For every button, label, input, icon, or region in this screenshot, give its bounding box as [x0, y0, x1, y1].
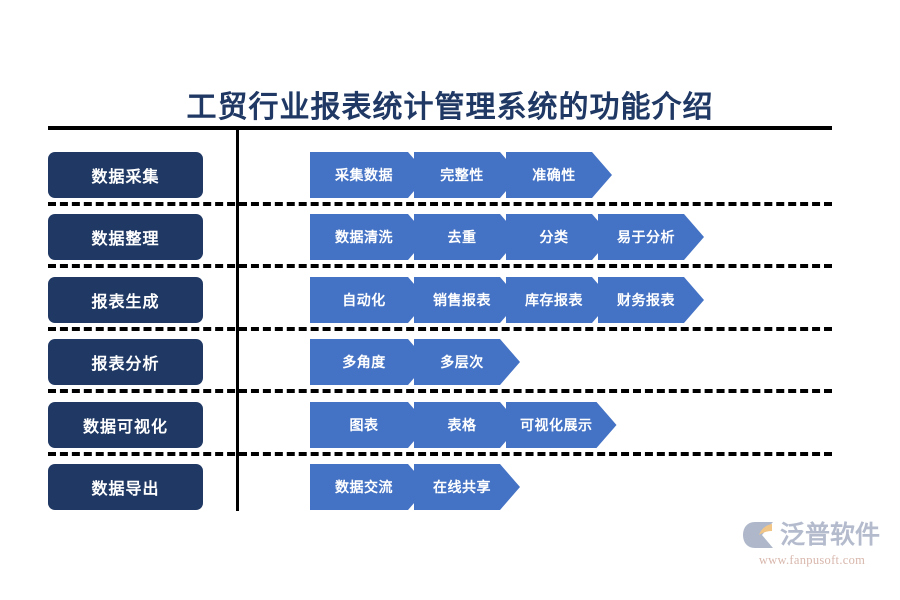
row-divider-4	[48, 389, 832, 393]
process-row-6: 数据导出 数据交流 在线共享	[0, 464, 900, 510]
chevron-item-2-2[interactable]: 去重	[414, 214, 520, 260]
chevron-item-1-2[interactable]: 完整性	[414, 152, 520, 198]
row-divider-1	[48, 202, 832, 206]
brand-url: www.fanpusoft.com	[758, 553, 866, 567]
chevron-item-5-2[interactable]: 表格	[414, 402, 520, 448]
page-title: 工贸行业报表统计管理系统的功能介绍	[186, 91, 714, 124]
chevron-item-4-2[interactable]: 多层次	[414, 339, 520, 385]
chevron-item-5-1[interactable]: 图表	[310, 402, 428, 448]
chevron-item-3-2[interactable]: 销售报表	[414, 277, 520, 323]
chevron-item-1-1[interactable]: 采集数据	[310, 152, 428, 198]
row-divider-5	[48, 452, 832, 456]
stage-chip-3[interactable]: 报表生成	[48, 277, 203, 323]
brand-logo-row: 泛普软件	[742, 520, 882, 550]
stage-chip-5[interactable]: 数据可视化	[48, 402, 203, 448]
brand-name: 泛普软件	[780, 520, 881, 549]
process-row-3: 报表生成 自动化 销售报表 库存报表 财务报表	[0, 277, 900, 323]
chevron-track-4: 多角度 多层次	[310, 339, 506, 385]
fanpu-logo-icon	[742, 520, 776, 550]
stage-chip-6[interactable]: 数据导出	[48, 464, 203, 510]
chevron-item-5-3[interactable]: 可视化展示	[506, 402, 617, 448]
chevron-track-6: 数据交流 在线共享	[310, 464, 506, 510]
brand-watermark: 泛普软件 www.fanpusoft.com	[742, 520, 882, 582]
chevron-item-1-3[interactable]: 准确性	[506, 152, 612, 198]
chevron-item-3-1[interactable]: 自动化	[310, 277, 428, 323]
stage-chip-1[interactable]: 数据采集	[48, 152, 203, 198]
chevron-item-2-3[interactable]: 分类	[506, 214, 612, 260]
column-divider	[236, 126, 239, 511]
chevron-track-5: 图表 表格 可视化展示	[310, 402, 603, 448]
chevron-item-6-1[interactable]: 数据交流	[310, 464, 428, 510]
process-row-1: 数据采集 采集数据 完整性 准确性	[0, 152, 900, 198]
chevron-item-4-1[interactable]: 多角度	[310, 339, 428, 385]
chevron-track-1: 采集数据 完整性 准确性	[310, 152, 598, 198]
stage-chip-4[interactable]: 报表分析	[48, 339, 203, 385]
row-divider-3	[48, 327, 832, 331]
chevron-item-2-1[interactable]: 数据清洗	[310, 214, 428, 260]
process-row-4: 报表分析 多角度 多层次	[0, 339, 900, 385]
header-divider	[48, 126, 832, 130]
chevron-track-2: 数据清洗 去重 分类 易于分析	[310, 214, 690, 260]
chevron-track-3: 自动化 销售报表 库存报表 财务报表	[310, 277, 690, 323]
stage-chip-2[interactable]: 数据整理	[48, 214, 203, 260]
chevron-item-3-4[interactable]: 财务报表	[598, 277, 704, 323]
process-row-5: 数据可视化 图表 表格 可视化展示	[0, 402, 900, 448]
row-divider-2	[48, 264, 832, 268]
chevron-item-2-4[interactable]: 易于分析	[598, 214, 704, 260]
process-row-2: 数据整理 数据清洗 去重 分类 易于分析	[0, 214, 900, 260]
chevron-item-3-3[interactable]: 库存报表	[506, 277, 612, 323]
chevron-item-6-2[interactable]: 在线共享	[414, 464, 520, 510]
